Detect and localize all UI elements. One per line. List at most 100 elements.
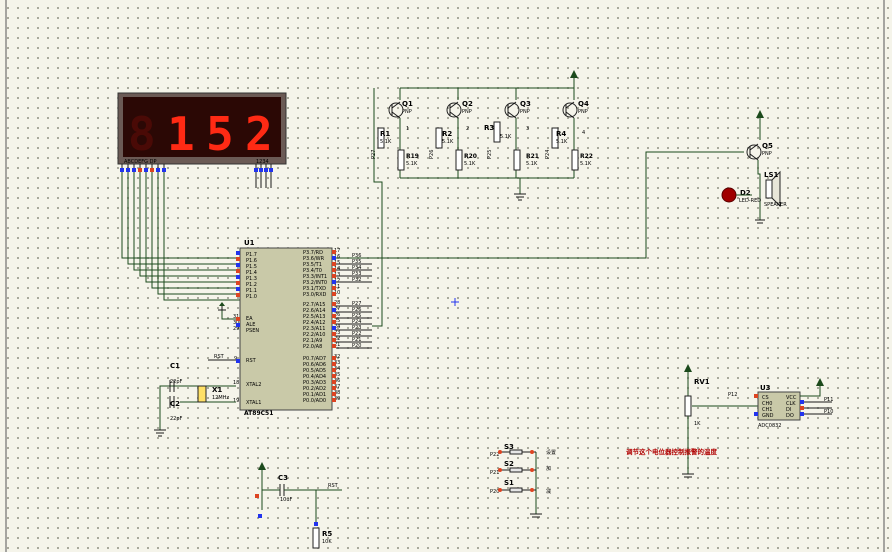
- wire-speaker-drive: [336, 151, 744, 259]
- svg-text:P3.2/INT0: P3.2/INT0: [303, 280, 327, 286]
- svg-text:P1.4: P1.4: [246, 270, 257, 276]
- reset-circuit[interactable]: RST C3 10uF R5 10K: [255, 462, 342, 549]
- transistor-q4[interactable]: Q4 PNP R4 5.1K R22 5.1K P24 4: [545, 88, 593, 178]
- switch-s3[interactable]: S3 P22 设置: [490, 443, 556, 458]
- display-digit-4: 2: [245, 107, 273, 161]
- svg-text:P26: P26: [429, 150, 435, 159]
- svg-text:加: 加: [546, 465, 551, 472]
- switch-bank[interactable]: S3 P22 设置 S2 P21 加 S1 P20 减: [490, 443, 556, 518]
- svg-text:PNP: PNP: [402, 109, 412, 115]
- display-segment-label: ABCDEFG DP: [124, 159, 156, 165]
- svg-text:P2.2/A10: P2.2/A10: [303, 332, 325, 338]
- svg-text:13: 13: [334, 272, 340, 278]
- svg-text:P22: P22: [352, 331, 361, 337]
- mcu-right-pin-labels: P3.7/RD P3.6/WR P3.5/T1 P3.4/T0 P3.3/INT…: [303, 250, 327, 404]
- svg-text:P3.4/T0: P3.4/T0: [303, 268, 322, 274]
- svg-text:P3.3/INT1: P3.3/INT1: [303, 274, 327, 280]
- svg-text:2: 2: [466, 126, 469, 132]
- adc-part: ADC0832: [758, 423, 782, 429]
- adc-net-out-1: P11: [824, 397, 833, 403]
- svg-text:34: 34: [334, 366, 340, 372]
- switch-s1[interactable]: S1 P20 减: [490, 479, 551, 495]
- svg-text:P24: P24: [545, 150, 551, 159]
- svg-text:DO: DO: [786, 413, 794, 419]
- svg-text:15: 15: [334, 260, 340, 266]
- svg-text:CS: CS: [762, 395, 769, 401]
- seven-segment-display[interactable]: 8 1 5 2 ABCDEFG DP 1234: [117, 92, 287, 165]
- svg-text:18: 18: [233, 380, 239, 386]
- svg-text:P27: P27: [371, 150, 377, 159]
- svg-text:EA: EA: [246, 316, 253, 322]
- svg-text:P3.1/TXD: P3.1/TXD: [303, 286, 326, 292]
- svg-text:5.1K: 5.1K: [406, 161, 418, 167]
- svg-text:28: 28: [334, 300, 340, 306]
- svg-text:P3.0/RXD: P3.0/RXD: [303, 292, 327, 298]
- svg-text:35: 35: [334, 372, 340, 378]
- adc-net-out-2: P10: [824, 409, 833, 415]
- svg-text:P2.3/A11: P2.3/A11: [303, 326, 325, 332]
- annotation-note: 调节这个电位器控制报警的温度: [626, 447, 718, 456]
- mcu-right-pin-numbers: 17 16 15 14 13 12 11 10 28 27 26 25 24 2…: [334, 248, 340, 402]
- svg-text:XTAL2: XTAL2: [246, 382, 261, 388]
- svg-text:P20: P20: [490, 489, 499, 495]
- svg-text:R1: R1: [380, 130, 390, 138]
- svg-text:VCC: VCC: [786, 395, 797, 401]
- svg-text:1: 1: [406, 126, 409, 132]
- transistor-bank[interactable]: Q1 PNP R1 5.1K R19 5.1K P27 1 Q2 PNP R2 …: [371, 70, 593, 201]
- svg-text:25: 25: [334, 318, 340, 324]
- svg-text:P27: P27: [352, 301, 361, 307]
- svg-text:P34: P34: [352, 265, 361, 271]
- ea-ground: [218, 302, 236, 320]
- svg-text:5.1K: 5.1K: [580, 161, 592, 167]
- svg-text:P22: P22: [490, 452, 499, 458]
- svg-text:S2: S2: [504, 460, 514, 468]
- mcu-left-pin-labels: P1.7 P1.6 P1.5 P1.4 P1.3 P1.2 P1.1 P1.0 …: [246, 252, 261, 406]
- svg-text:P2.7/A15: P2.7/A15: [303, 302, 325, 308]
- switch-s2[interactable]: S2 P21 加: [490, 460, 551, 476]
- c3-value: 10uF: [280, 497, 293, 503]
- svg-text:P21: P21: [490, 470, 499, 476]
- svg-text:P3.6/WR: P3.6/WR: [303, 256, 325, 262]
- svg-text:P1.6: P1.6: [246, 258, 257, 264]
- speaker-ls1[interactable]: LS1 SPEAKER: [764, 170, 787, 208]
- display-digit-label: 1234: [256, 159, 269, 165]
- transistor-q1[interactable]: Q1 PNP R1 5.1K R19 5.1K P27 1: [371, 88, 419, 178]
- transistor-q2[interactable]: Q2 PNP R2 5.1K R20 5.1K P26 2: [429, 88, 477, 178]
- led-d2[interactable]: D2 LED-RED: [721, 187, 761, 204]
- svg-text:P1.1: P1.1: [246, 288, 257, 294]
- transistor-q3[interactable]: Q3 PNP R3 5.1K R21 5.1K P25 3: [484, 88, 539, 178]
- x1-ref: X1: [212, 386, 222, 394]
- svg-text:Q5: Q5: [762, 142, 773, 150]
- mcu-ref: U1: [244, 239, 255, 247]
- svg-text:P1.2: P1.2: [246, 282, 257, 288]
- svg-text:PSEN: PSEN: [246, 328, 259, 334]
- svg-text:P26: P26: [352, 307, 361, 313]
- svg-text:P25: P25: [487, 150, 493, 159]
- mcu-at89c51[interactable]: U1 AT89C51 P1.7 P1.6 P1.5 P1.4 P1.3 P1.2…: [233, 239, 340, 417]
- speaker-driver[interactable]: Q5 PNP D2 LED-RED LS1 SPEAKER: [721, 110, 787, 224]
- svg-text:S3: S3: [504, 443, 514, 451]
- svg-text:D2: D2: [740, 189, 751, 197]
- svg-text:P1.3: P1.3: [246, 276, 257, 282]
- svg-text:LS1: LS1: [764, 171, 779, 179]
- svg-text:P2.4/A12: P2.4/A12: [303, 320, 325, 326]
- svg-text:R2: R2: [442, 130, 452, 138]
- svg-text:P23: P23: [352, 325, 361, 331]
- oscillator-circuit[interactable]: C1 22pF C2 22pF X1 12MHz RST: [154, 354, 236, 437]
- svg-text:16: 16: [334, 254, 340, 260]
- svg-text:Q3: Q3: [520, 100, 531, 108]
- svg-text:5.1K: 5.1K: [442, 139, 454, 145]
- svg-text:P2.6/A14: P2.6/A14: [303, 308, 325, 314]
- svg-text:P3.7/RD: P3.7/RD: [303, 250, 323, 256]
- display-digit-1: 8: [128, 107, 156, 161]
- svg-text:5.1K: 5.1K: [380, 139, 392, 145]
- svg-text:36: 36: [334, 378, 340, 384]
- svg-text:P1.5: P1.5: [246, 264, 257, 270]
- svg-text:P0.3/AD3: P0.3/AD3: [303, 380, 326, 386]
- svg-text:P0.4/AD4: P0.4/AD4: [303, 374, 326, 380]
- adc-circuit[interactable]: RV1 1K P12 U3 ADC0832 CS CH0 CH1 GND VCC…: [682, 364, 833, 478]
- rv1-value: 1K: [694, 421, 701, 427]
- svg-text:29: 29: [233, 326, 239, 332]
